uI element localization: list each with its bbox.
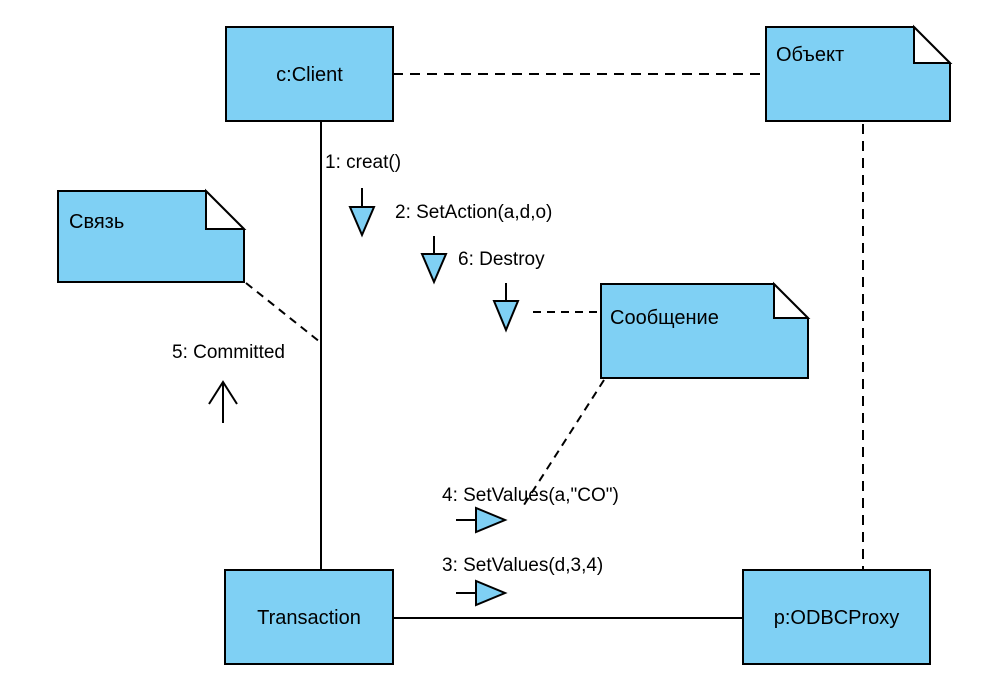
message-4-label: 4: SetValues(a,"CO") xyxy=(442,485,619,506)
note-object[interactable]: Объект xyxy=(765,24,953,122)
connector-message-note-arrow4 xyxy=(521,379,605,509)
message-5-arrow-icon xyxy=(208,380,238,423)
object-transaction-box xyxy=(224,569,394,665)
note-link-fold xyxy=(205,188,247,230)
note-object-label: Объект xyxy=(776,44,844,66)
note-link-shape xyxy=(57,190,245,283)
message-6-label: 6: Destroy xyxy=(458,249,545,270)
note-object-shape xyxy=(765,26,951,122)
object-client-box xyxy=(225,26,394,122)
note-link-label: Связь xyxy=(69,211,124,233)
object-proxy[interactable]: p:ODBCProxy xyxy=(742,569,931,665)
message-4-arrow-icon xyxy=(456,506,508,534)
message-2-label: 2: SetAction(a,d,o) xyxy=(395,202,552,223)
object-proxy-box xyxy=(742,569,931,665)
message-6-arrow-icon xyxy=(492,283,520,333)
note-message-fold xyxy=(773,281,811,319)
note-link[interactable]: Связь xyxy=(57,188,247,283)
note-message-label: Сообщение xyxy=(610,307,719,329)
message-1-arrow-icon xyxy=(348,188,376,238)
note-message[interactable]: Сообщение xyxy=(600,281,811,379)
message-2-arrow-icon xyxy=(420,236,448,285)
message-5-label: 5: Committed xyxy=(172,342,285,363)
note-message-shape xyxy=(600,283,809,379)
note-object-fold xyxy=(913,24,953,64)
connector-link-note xyxy=(245,282,321,343)
message-3-label: 3: SetValues(d,3,4) xyxy=(442,555,603,576)
message-3-arrow-icon xyxy=(456,579,508,607)
object-client-label: c:Client xyxy=(276,64,343,86)
object-client[interactable]: c:Client xyxy=(225,26,394,122)
object-transaction-label: Transaction xyxy=(257,607,361,629)
message-1-label: 1: creat() xyxy=(325,152,401,173)
object-proxy-label: p:ODBCProxy xyxy=(774,607,900,629)
object-transaction[interactable]: Transaction xyxy=(224,569,394,665)
